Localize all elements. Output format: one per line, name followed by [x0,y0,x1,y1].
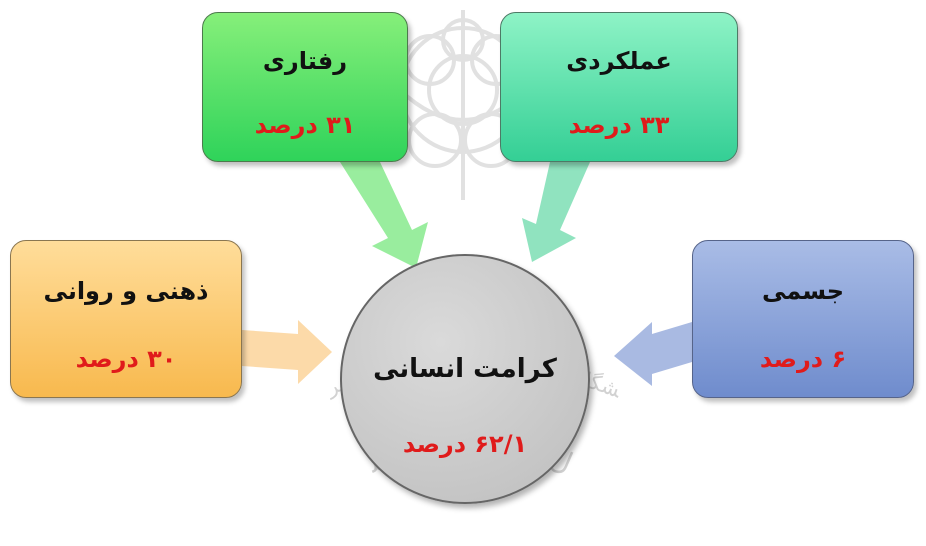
node-performance-label: عملکردی [566,47,672,75]
node-behavioral: رفتاری ۳۱ درصد [202,12,408,162]
node-physical: جسمی ۶ درصد [692,240,914,398]
node-center-label: کرامت انسانی [373,354,557,384]
arrow-mental-to-center [242,320,332,384]
node-mental: ذهنی و روانی ۳۰ درصد [10,240,242,398]
node-physical-percent: ۶ درصد [759,345,847,373]
node-physical-label: جسمی [761,277,845,305]
node-behavioral-label: رفتاری [262,47,348,75]
arrow-physical-to-center [614,322,692,386]
node-performance: عملکردی ۳۳ درصد [500,12,738,162]
arrow-performance-to-center [522,162,590,262]
node-center: کرامت انسانی ۶۲/۱ درصد [340,254,590,504]
node-performance-percent: ۳۳ درصد [568,111,670,139]
node-mental-label: ذهنی و روانی [43,277,209,305]
arrow-behavioral-to-center [340,162,428,268]
node-center-percent: ۶۲/۱ درصد [402,430,528,458]
node-mental-percent: ۳۰ درصد [75,345,177,373]
node-behavioral-percent: ۳۱ درصد [254,111,356,139]
